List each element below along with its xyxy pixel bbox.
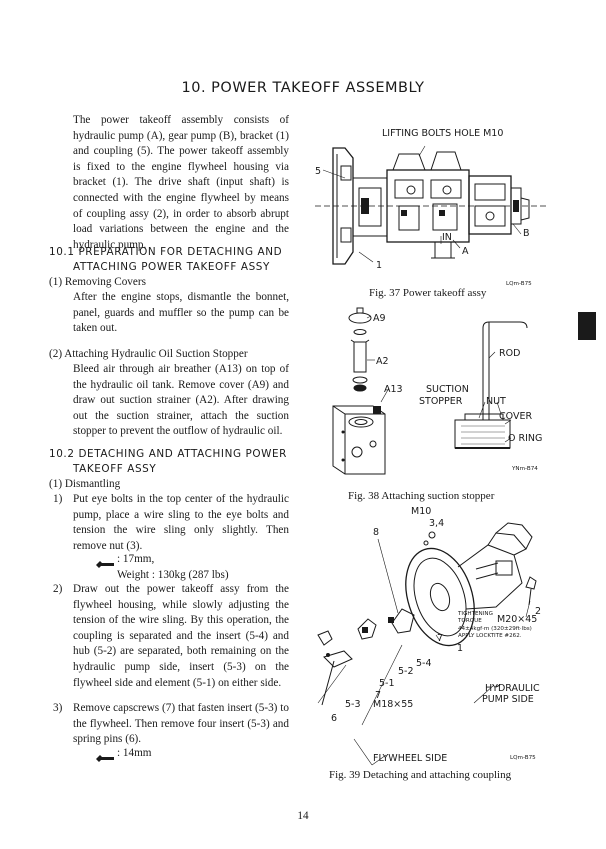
fig37-code: LQm-B75 <box>506 281 532 287</box>
step-3-tool: : 14mm <box>117 747 152 759</box>
fig39-torque-value: 44±4kgf·m (320±29ft·lbs) <box>458 626 532 632</box>
fig37-label-5: 5 <box>315 166 322 177</box>
fig39-label-5-2: 5-2 <box>398 666 414 677</box>
fig38-caption: Fig. 38 Attaching suction stopper <box>348 490 495 502</box>
removing-covers-title: (1) Removing Covers <box>49 276 146 288</box>
fig39-label-5-1: 5-1 <box>379 678 395 689</box>
intro-paragraph: The power takeoff assembly consists of h… <box>73 114 289 251</box>
section-10-1-heading: 10.1 PREPARATION FOR DETACHING AND <box>49 246 283 258</box>
fig38-label-nut: NUT <box>486 396 506 407</box>
fig37-label-in: IN <box>442 232 452 243</box>
fig39-torque-tightening: TIGHTENING <box>458 611 493 617</box>
fig38-label-a9: A9 <box>373 313 386 324</box>
page-title: 10. POWER TAKEOFF ASSEMBLY <box>181 80 425 96</box>
section-10-2-heading-cont: TAKEOFF ASSY <box>73 463 157 475</box>
fig38-label-a2: A2 <box>376 356 389 367</box>
fig39-label-2: 2 <box>535 606 542 617</box>
fig39-caption: Fig. 39 Detaching and attaching coupling <box>329 769 512 781</box>
wrench-icon <box>95 749 115 762</box>
section-tab-marker <box>578 312 596 340</box>
step-3-number: 3) <box>53 702 63 714</box>
fig39-code: LQm-B75 <box>510 755 536 761</box>
step-1-body: Put eye bolts in the top center of the h… <box>73 493 289 552</box>
fig39-label-hydraulic: HYDRAULIC <box>485 683 540 694</box>
fig38-label-rod: ROD <box>499 348 521 359</box>
fig38-drawing <box>315 302 550 480</box>
fig39-label-5-3: 5-3 <box>345 699 361 710</box>
fig38-code: YNm-B74 <box>512 466 538 472</box>
wrench-icon <box>95 555 115 568</box>
fig37-label-a: A <box>462 246 469 257</box>
fig38-label-stopper: STOPPER <box>419 396 463 407</box>
fig37-drawing <box>315 140 550 275</box>
fig39-label-m18: M18×55 <box>373 699 414 710</box>
suction-stopper-body: Bleed air through air breather (A13) on … <box>73 363 289 438</box>
step-3-body: Remove capscrews (7) that fasten insert … <box>73 702 289 746</box>
fig39-torque-label: TORQUE <box>458 618 482 624</box>
section-10-1-heading-cont: ATTACHING POWER TAKEOFF ASSY <box>73 261 270 273</box>
suction-stopper-title: (2) Attaching Hydraulic Oil Suction Stop… <box>49 348 248 360</box>
fig37-label-b: B <box>523 228 530 239</box>
fig39-label-m10: M10 <box>411 506 432 517</box>
fig39-label-1: 1 <box>457 643 464 654</box>
fig37-label-1: 1 <box>376 260 383 271</box>
fig38-label-cover: COVER <box>499 411 533 422</box>
fig39-label-7a: 7 <box>437 633 444 644</box>
step-1-weight: Weight : 130kg (287 lbs) <box>117 569 229 581</box>
fig39-label-8: 8 <box>373 527 380 538</box>
step-2-body: Draw out the power takeoff assy from the… <box>73 583 289 689</box>
fig37-lifting-bolts-label: LIFTING BOLTS HOLE M10 <box>382 128 504 139</box>
fig39-label-pump-side: PUMP SIDE <box>482 694 534 705</box>
step-2-number: 2) <box>53 583 63 595</box>
removing-covers-body: After the engine stops, dismantle the bo… <box>73 291 289 335</box>
dismantling-title: (1) Dismantling <box>49 478 121 490</box>
step-1-number: 1) <box>53 493 63 505</box>
fig37-caption: Fig. 37 Power takeoff assy <box>369 287 487 299</box>
fig39-label-flywheel-side: FLYWHEEL SIDE <box>373 753 448 764</box>
fig39-label-m20: M20×45 <box>497 614 538 625</box>
fig38-label-oring: O RING <box>508 433 543 444</box>
fig38-label-suction: SUCTION <box>426 384 469 395</box>
fig38-label-a13: A13 <box>384 384 403 395</box>
page-number: 14 <box>297 810 309 822</box>
fig39-label-3-4: 3,4 <box>429 518 445 529</box>
step-1-tool: : 17mm, <box>117 553 155 565</box>
fig39-label-6: 6 <box>331 713 338 724</box>
section-10-2-heading: 10.2 DETACHING AND ATTACHING POWER <box>49 448 288 460</box>
fig39-locktite-note: APPLY LOCKTITE #262. <box>458 633 522 639</box>
fig39-label-5-4: 5-4 <box>416 658 432 669</box>
fig39-drawing <box>300 505 550 770</box>
fig39-label-7b: 7 <box>375 690 382 701</box>
